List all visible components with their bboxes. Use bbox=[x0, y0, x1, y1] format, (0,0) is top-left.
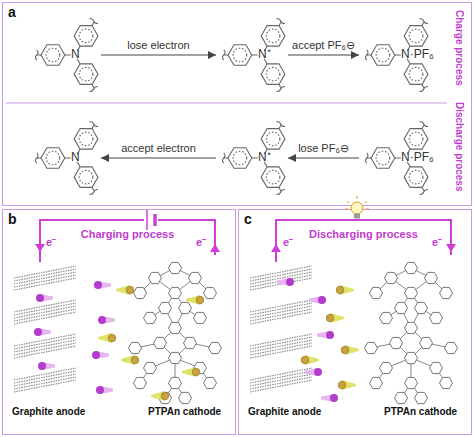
edge-label: Discharging process bbox=[309, 228, 418, 241]
electrode-label: Graphite anode bbox=[248, 406, 321, 418]
anode-node: Graphite anode bbox=[246, 262, 331, 422]
polymer-structure bbox=[365, 262, 458, 403]
panel-box: bGraphite anode PTPAn cathode bbox=[2, 209, 236, 435]
atom-label: N⁺ bbox=[258, 150, 271, 164]
molecule-node: N bbox=[31, 17, 99, 93]
reaction-arrow bbox=[288, 157, 359, 158]
edge-label: lose electron bbox=[127, 39, 189, 52]
edge-label: lose PF₆⊖ bbox=[298, 142, 349, 155]
molecule-node: N·PF₆ bbox=[361, 120, 429, 196]
process-title: Charge process bbox=[453, 10, 465, 86]
process-title: Discharge process bbox=[453, 102, 465, 192]
electron-label: e⁻ bbox=[283, 236, 293, 249]
divider-line bbox=[6, 102, 447, 103]
panel-label: b bbox=[8, 211, 17, 228]
circuit-wire bbox=[276, 220, 451, 262]
atom-label: N bbox=[71, 47, 80, 61]
bulb-symbol bbox=[345, 196, 369, 219]
reaction-arrow bbox=[288, 54, 359, 55]
atom-label: N·PF₆ bbox=[401, 150, 434, 164]
electron-label: e⁻ bbox=[196, 236, 206, 249]
atom-label: N·PF₆ bbox=[401, 47, 434, 61]
triphenylamine-structure bbox=[222, 121, 284, 194]
reaction-arrow bbox=[101, 157, 216, 158]
lithium-ions bbox=[34, 278, 338, 402]
atom-label: N bbox=[71, 150, 80, 164]
circuit-wire bbox=[40, 220, 215, 262]
molecule-node: N⁺ bbox=[218, 17, 286, 93]
molecule-node: N⁺ bbox=[218, 120, 286, 196]
cathode-node: PTPAn cathode bbox=[354, 255, 469, 422]
electrode-label: Graphite anode bbox=[12, 406, 85, 418]
hexafluorophosphate-ions bbox=[98, 285, 359, 401]
molecule-node: N bbox=[31, 120, 99, 196]
triphenylamine-structure bbox=[222, 18, 284, 91]
triphenylamine-structure bbox=[35, 18, 97, 91]
graphite-layers bbox=[250, 266, 312, 392]
triphenylamine-structure bbox=[35, 121, 97, 194]
electrode-label: PTPAn cathode bbox=[384, 406, 457, 418]
atom-label: N⁺ bbox=[258, 47, 271, 61]
electron-label: e⁻ bbox=[46, 236, 56, 249]
electron-flow-arrow bbox=[35, 244, 456, 252]
graphite-layers bbox=[14, 266, 76, 392]
polymer-structure bbox=[129, 262, 222, 403]
electron-label: e⁻ bbox=[432, 236, 442, 249]
cathode-node: PTPAn cathode bbox=[118, 255, 233, 422]
anode-node: Graphite anode bbox=[10, 262, 95, 422]
electrode-label: PTPAn cathode bbox=[148, 406, 221, 418]
reaction-arrow bbox=[101, 54, 216, 55]
panel-label: a bbox=[8, 4, 16, 21]
panel-label: c bbox=[244, 211, 252, 228]
panel-box: cGraphite anode PTPAn cathode bbox=[238, 209, 472, 435]
battery-symbol bbox=[144, 210, 158, 230]
molecule-node: N·PF₆ bbox=[361, 17, 429, 93]
edge-label: Charging process bbox=[81, 228, 175, 241]
edge-label: accept electron bbox=[121, 142, 196, 155]
panel-box: aCharge processDischarge processNN⁺N·PF₆… bbox=[2, 2, 472, 206]
edge-label: accept PF₆⊖ bbox=[292, 39, 355, 52]
